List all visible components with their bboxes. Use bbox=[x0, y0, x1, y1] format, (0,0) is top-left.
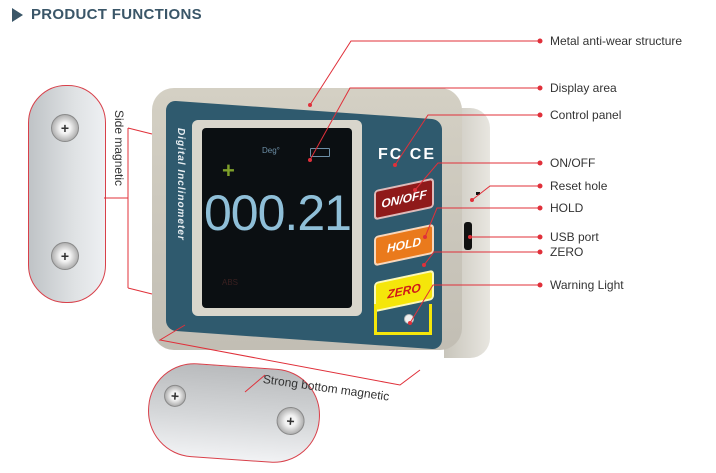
magnet-screw-icon: + bbox=[51, 114, 79, 142]
callout-reset-hole: Reset hole bbox=[550, 179, 608, 193]
usb-port bbox=[464, 222, 472, 250]
callout-control-panel: Control panel bbox=[550, 108, 622, 122]
callout-display-area: Display area bbox=[550, 81, 617, 95]
inclinometer-device: Digital Inclinometer Deg° + 000.21 ABS F… bbox=[152, 88, 490, 358]
callout-zero: ZERO bbox=[550, 245, 584, 259]
display-screen: Deg° + 000.21 ABS bbox=[202, 128, 352, 308]
angle-reading: 000.21 bbox=[204, 185, 352, 241]
direction-indicator: + bbox=[222, 158, 235, 183]
triangle-right-icon bbox=[12, 7, 23, 22]
section-title: PRODUCT FUNCTIONS bbox=[31, 6, 202, 23]
reset-hole bbox=[476, 192, 480, 195]
callout-hold: HOLD bbox=[550, 201, 584, 215]
side-magnetic-label: Side magnetic bbox=[112, 110, 126, 187]
callout-metal-structure: Metal anti-wear structure bbox=[550, 34, 683, 48]
unit-label: Deg° bbox=[262, 146, 280, 155]
side-magnetic-inset: + + bbox=[28, 85, 106, 303]
display-frame: Deg° + 000.21 ABS bbox=[192, 120, 362, 316]
callout-usb-port: USB port bbox=[550, 230, 599, 244]
magnet-screw-icon: + bbox=[51, 242, 79, 270]
callout-warning-light: Warning Light bbox=[550, 278, 624, 292]
device-brand-label: Digital Inclinometer bbox=[175, 128, 186, 241]
certification-marks: FC CE bbox=[378, 146, 436, 163]
battery-icon bbox=[310, 148, 330, 157]
callout-onoff: ON/OFF bbox=[550, 156, 596, 170]
section-heading: PRODUCT FUNCTIONS bbox=[12, 6, 202, 23]
warning-light-panel bbox=[374, 304, 432, 335]
mode-label: ABS bbox=[222, 278, 239, 287]
